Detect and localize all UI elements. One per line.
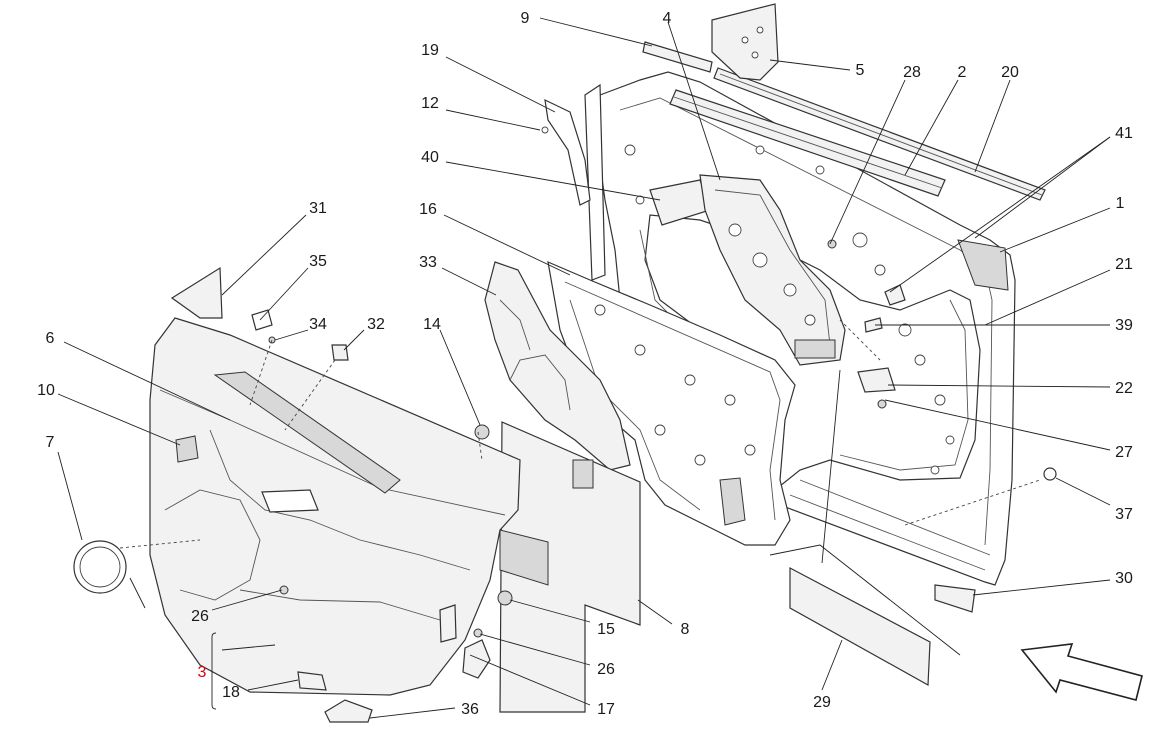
- callout-18: 18: [222, 684, 240, 701]
- callout-19: 19: [421, 42, 439, 59]
- callout-37: 37: [1115, 506, 1133, 523]
- sound-barrier-part: [484, 261, 631, 471]
- callout-labels: 9 4 5 28 2 20 19 12 41 40 1 31 16 21 35 …: [37, 10, 1133, 718]
- callout-30: 30: [1115, 570, 1133, 587]
- callout-21: 21: [1115, 256, 1133, 273]
- callout-1: 1: [1116, 195, 1125, 212]
- callout-32: 32: [367, 316, 385, 333]
- callout-15: 15: [597, 621, 615, 638]
- callout-26b: 26: [597, 661, 615, 678]
- callout-16: 16: [419, 201, 437, 218]
- callout-4: 4: [663, 10, 672, 27]
- insulation-sheet-part: [499, 421, 641, 713]
- window-strips-parts: [642, 3, 1046, 201]
- module-carrier-part: [547, 261, 796, 546]
- callout-10: 10: [37, 382, 55, 399]
- callout-22: 22: [1115, 380, 1133, 397]
- window-regulator-part: [699, 174, 846, 366]
- callout-31: 31: [309, 200, 327, 217]
- callout-20: 20: [1001, 64, 1019, 81]
- callout-41: 41: [1115, 125, 1133, 142]
- construction-lines: [119, 319, 1041, 656]
- callout-3: 3: [198, 664, 207, 681]
- callout-2: 2: [958, 64, 967, 81]
- callout-36: 36: [461, 701, 479, 718]
- callout-26a: 26: [191, 608, 209, 625]
- callout-12: 12: [421, 95, 439, 112]
- callout-9: 9: [521, 10, 530, 27]
- callout-6: 6: [46, 330, 55, 347]
- callout-33: 33: [419, 254, 437, 271]
- callout-34: 34: [309, 316, 327, 333]
- callout-5: 5: [856, 62, 865, 79]
- direction-arrow-icon: [1020, 643, 1143, 701]
- callout-40: 40: [421, 149, 439, 166]
- callout-27: 27: [1115, 444, 1133, 461]
- callout-17: 17: [597, 701, 615, 718]
- callout-39: 39: [1115, 317, 1133, 334]
- small-parts: [73, 239, 1057, 723]
- callout-35: 35: [309, 253, 327, 270]
- guide-rail-part: [541, 83, 711, 281]
- callout-8: 8: [681, 621, 690, 638]
- callout-14: 14: [423, 316, 441, 333]
- door-trim-panel-part: [149, 317, 521, 696]
- callout-28: 28: [903, 64, 921, 81]
- callout-7: 7: [46, 434, 55, 451]
- callout-29: 29: [813, 694, 831, 711]
- leader-lines: [57, 17, 1111, 719]
